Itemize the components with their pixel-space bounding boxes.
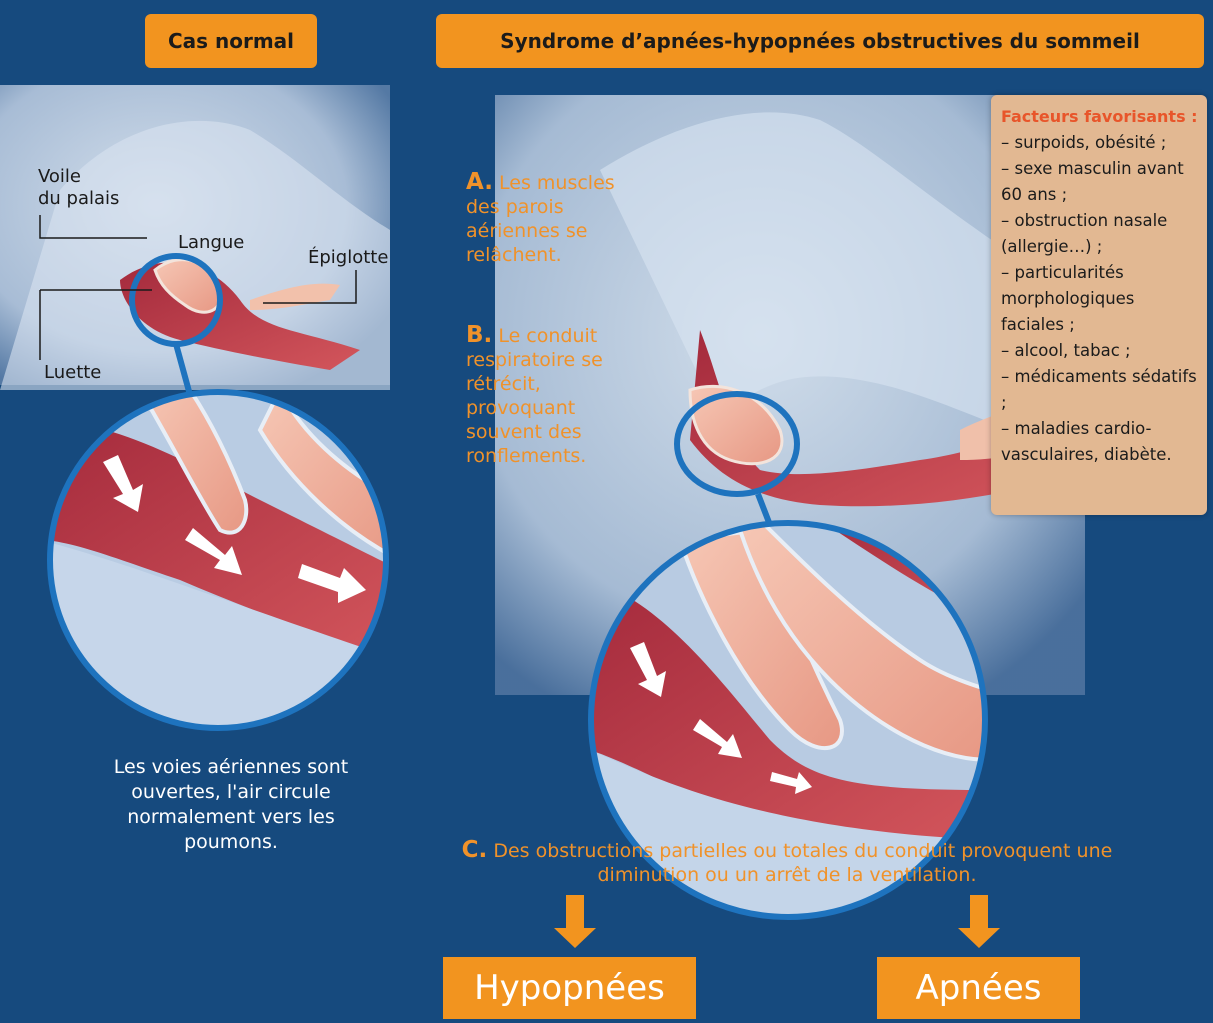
header-normal: Cas normal bbox=[145, 14, 317, 68]
step-a: A. Les muscles des parois aériennes se r… bbox=[466, 170, 636, 267]
risk-factors-list: – surpoids, obésité ; – sexe masculin av… bbox=[991, 130, 1207, 468]
list-item: – particularités morphologiques faciales… bbox=[1001, 260, 1201, 338]
list-item: – maladies cardio-vasculaires, diabète. bbox=[1001, 416, 1201, 468]
step-b-letter: B. bbox=[466, 322, 492, 348]
step-b: B. Le conduit respiratoire se rétrécit, … bbox=[466, 323, 616, 468]
header-sahos: Syndrome d’apnées-hypopnées obstructives… bbox=[436, 14, 1204, 68]
outcome-apnees: Apnées bbox=[877, 957, 1080, 1019]
step-a-letter: A. bbox=[466, 169, 493, 195]
down-arrow-icon bbox=[958, 895, 1000, 948]
step-c-letter: C. bbox=[462, 837, 488, 863]
caption-normal: Les voies aériennes sont ouvertes, l'air… bbox=[96, 755, 366, 855]
step-c: C. Des obstructions partielles ou totale… bbox=[452, 838, 1122, 887]
label-luette: Luette bbox=[44, 362, 101, 384]
list-item: – alcool, tabac ; bbox=[1001, 338, 1201, 364]
risk-factors-box: Facteurs favorisants : – surpoids, obési… bbox=[991, 95, 1207, 515]
risk-factors-title: Facteurs favorisants : bbox=[1001, 107, 1207, 126]
label-epiglotte: Épiglotte bbox=[308, 247, 388, 269]
list-item: – obstruction nasale (allergie…) ; bbox=[1001, 208, 1201, 260]
step-c-text: Des obstructions partielles ou totales d… bbox=[493, 840, 1112, 886]
list-item: – surpoids, obésité ; bbox=[1001, 130, 1201, 156]
label-langue: Langue bbox=[178, 232, 244, 254]
outcome-hypopnees: Hypopnées bbox=[443, 957, 696, 1019]
down-arrow-icon bbox=[554, 895, 596, 948]
list-item: – sexe masculin avant 60 ans ; bbox=[1001, 156, 1201, 208]
label-voile-du-palais: Voile du palais bbox=[38, 166, 158, 210]
list-item: – médicaments sédatifs ; bbox=[1001, 364, 1201, 416]
